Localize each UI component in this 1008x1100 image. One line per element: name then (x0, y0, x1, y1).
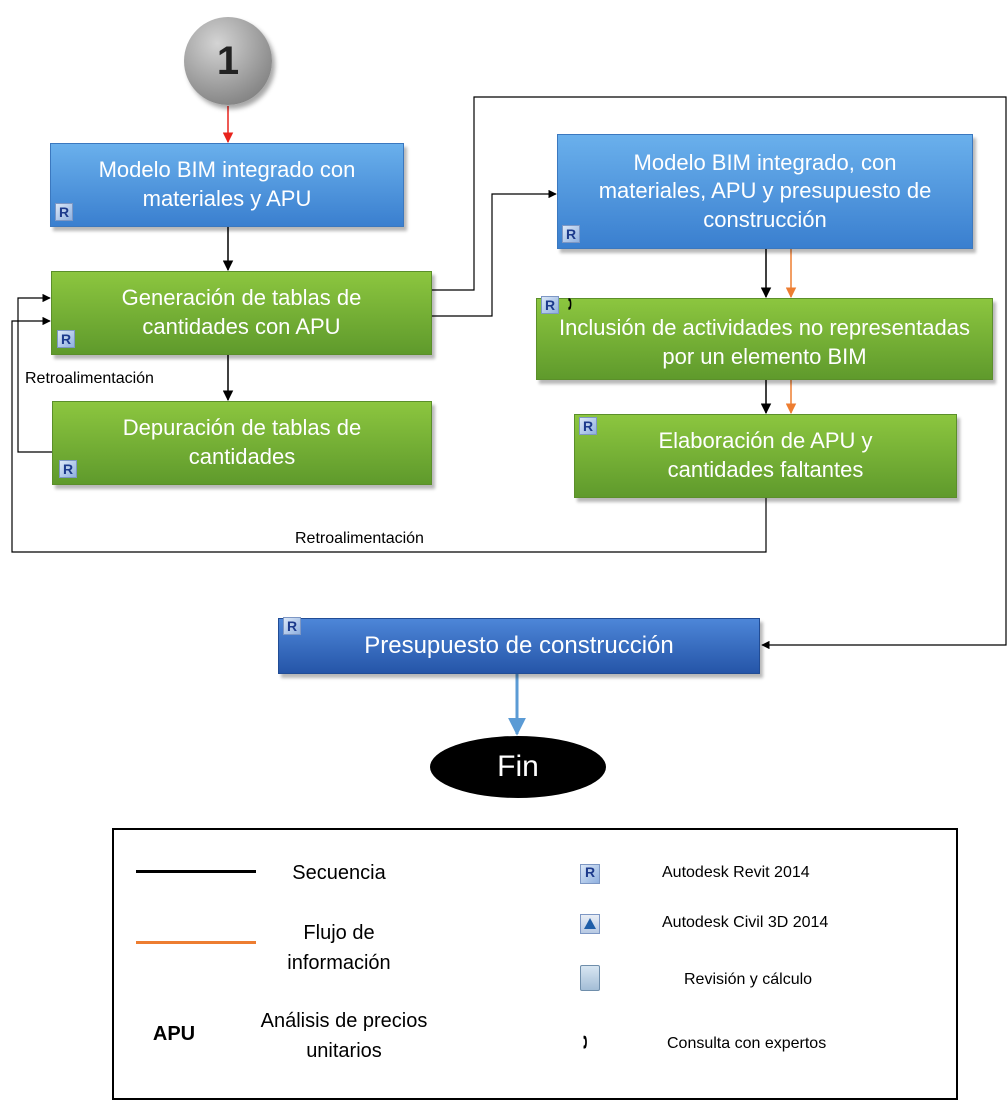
legend-consulta-label: Consulta con expertos (667, 1035, 827, 1052)
node-inclusion-actividades: Inclusión de actividades no representada… (536, 294, 993, 380)
node-depuracion-tablas: Depuración de tablas de cantidades (52, 401, 432, 485)
revit-icon (579, 417, 597, 435)
legend-info-flow-line (136, 941, 256, 944)
node-inclusion-actividades-label: Inclusión de actividades no representada… (559, 315, 970, 369)
feedback-depuracion-to-generacion (17, 293, 52, 453)
legend-flujo-label: Flujo de información (264, 918, 414, 978)
legend-calculator-icon (580, 965, 600, 991)
node-generacion-tablas: Generación de tablas de cantidades con A… (51, 271, 432, 355)
node-elaboracion-apu-label: Elaboración de APU y cantidades faltante… (658, 428, 873, 482)
revit-icon (562, 225, 580, 243)
revit-icon (57, 330, 75, 348)
legend-phone-icon: 🕽 (582, 1032, 588, 1054)
node-elaboracion-apu: Elaboración de APU y cantidades faltante… (574, 414, 957, 498)
node-presupuesto-construccion: Presupuesto de construcción (278, 617, 760, 674)
legend-civil-label: Autodesk Civil 3D 2014 (662, 914, 829, 931)
node-generacion-tablas-label: Generación de tablas de cantidades con A… (121, 285, 362, 339)
start-step-circle: 1 (184, 17, 272, 105)
legend-revit-icon (580, 864, 600, 884)
arrow-generacion-to-modelo-presupuesto (432, 189, 557, 317)
legend-civil3d-icon (580, 914, 600, 934)
revit-icon (59, 460, 77, 478)
legend-flujo-line1: Flujo de (303, 922, 375, 944)
revit-icon (283, 617, 301, 635)
legend-apu-line2: unitarios (306, 1040, 382, 1062)
feedback-label-left: Retroalimentación (25, 370, 154, 387)
legend-apu-abbrev: APU (152, 1023, 196, 1045)
feedback-label-bottom: Retroalimentación (295, 530, 424, 547)
node-modelo-bim: Modelo BIM integrado con materiales y AP… (50, 143, 404, 227)
legend-revit-label: Autodesk Revit 2014 (662, 864, 810, 881)
legend-apu-line1: Análisis de precios (260, 1010, 428, 1032)
legend-apu-label: Análisis de precios unitarios (244, 1006, 444, 1066)
node-modelo-bim-label: Modelo BIM integrado con materiales y AP… (98, 157, 356, 211)
legend-secuencia-label: Secuencia (292, 862, 386, 884)
legend-flujo-line2: información (287, 952, 391, 974)
legend-revision-label: Revisión y cálculo (684, 971, 813, 988)
phone-icon: 🕽 (567, 294, 573, 314)
feedback-elaboracion-to-generacion (11, 316, 767, 553)
arrow-generacion-to-presupuesto (432, 96, 1007, 650)
legend-box: Secuencia Flujo de información APU Análi… (112, 828, 958, 1100)
revit-icon (55, 203, 73, 221)
node-modelo-presupuesto-label: Modelo BIM integrado, con materiales, AP… (598, 149, 932, 232)
node-depuracion-tablas-label: Depuración de tablas de cantidades (122, 415, 362, 469)
revit-icon (541, 296, 559, 314)
node-presupuesto-construccion-label: Presupuesto de construcción (364, 632, 674, 660)
node-modelo-presupuesto: Modelo BIM integrado, con materiales, AP… (557, 134, 973, 249)
end-node-fin: Fin (430, 736, 606, 798)
legend-sequence-line (136, 870, 256, 873)
